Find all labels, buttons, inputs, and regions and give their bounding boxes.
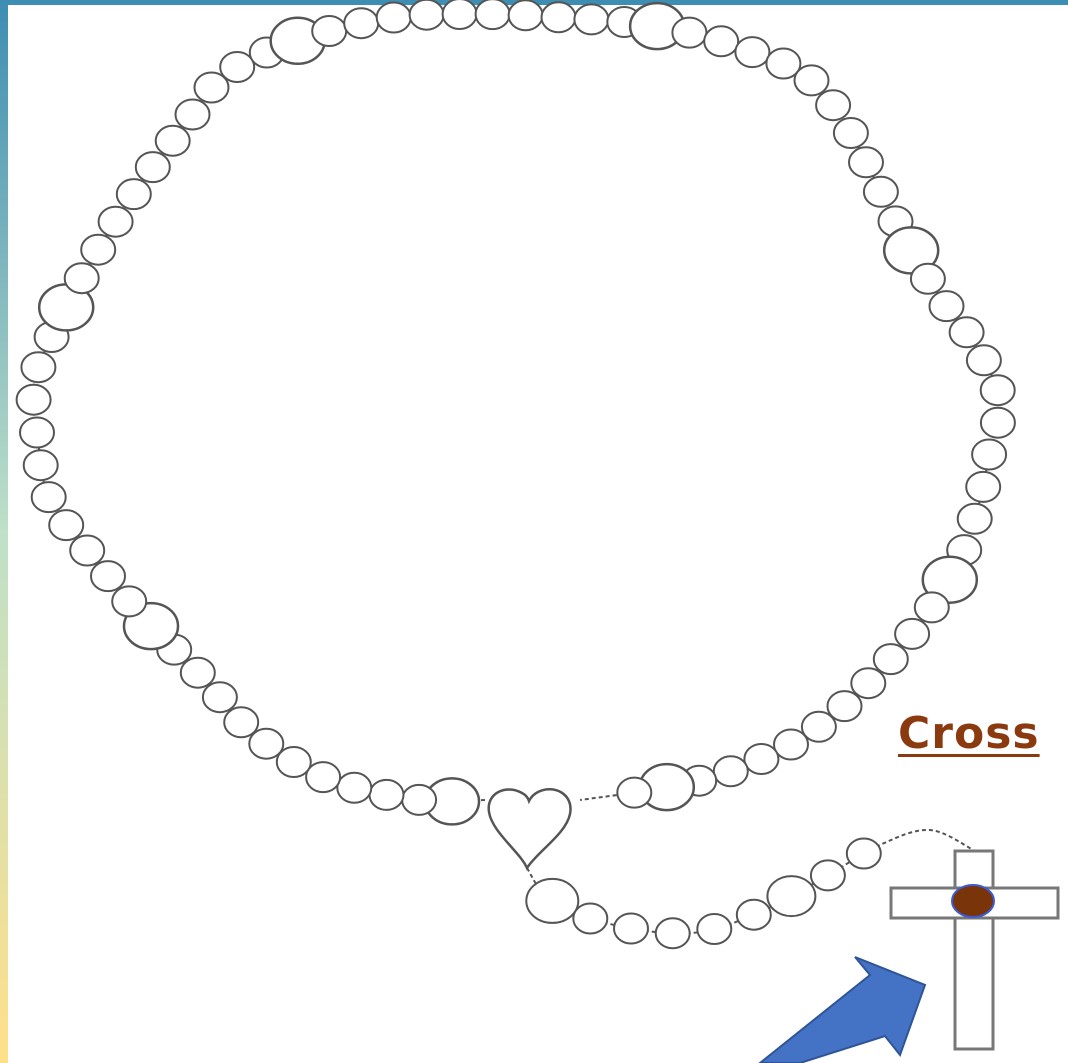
loop-bead bbox=[306, 762, 340, 792]
loop-bead bbox=[312, 16, 346, 46]
loop-bead bbox=[672, 18, 706, 48]
loop-bead bbox=[851, 668, 885, 698]
loop-bead bbox=[834, 118, 868, 148]
cross-center-bead bbox=[952, 885, 994, 917]
loop-bead bbox=[17, 385, 51, 415]
loop-bead bbox=[156, 126, 190, 156]
loop-bead bbox=[49, 510, 83, 540]
loop-bead bbox=[136, 152, 170, 182]
pendant-large-bead bbox=[526, 879, 578, 923]
loop-bead bbox=[220, 52, 254, 82]
loop-bead bbox=[224, 707, 258, 737]
loop-bead bbox=[370, 780, 404, 810]
arrow-icon bbox=[760, 957, 925, 1063]
loop-bead bbox=[249, 729, 283, 759]
pendant-bead bbox=[573, 904, 607, 934]
loop-bead bbox=[915, 592, 949, 622]
loop-bead bbox=[476, 0, 510, 29]
loop-bead bbox=[20, 418, 54, 448]
loop-bead bbox=[344, 8, 378, 38]
loop-bead bbox=[81, 235, 115, 265]
loop-bead bbox=[704, 26, 738, 56]
pendant-large-bead bbox=[767, 876, 815, 916]
loop-bead bbox=[443, 0, 477, 29]
loop-bead bbox=[774, 730, 808, 760]
loop-bead bbox=[958, 504, 992, 534]
loop-bead bbox=[735, 37, 769, 67]
pendant-bead bbox=[737, 900, 771, 930]
loop-bead bbox=[967, 345, 1001, 375]
loop-beads bbox=[17, 0, 1015, 824]
loop-bead bbox=[99, 207, 133, 237]
loop-bead bbox=[950, 317, 984, 347]
pendant-bead bbox=[811, 860, 845, 890]
loop-bead bbox=[91, 561, 125, 591]
loop-bead bbox=[981, 375, 1015, 405]
loop-bead bbox=[714, 756, 748, 786]
loop-bead bbox=[744, 744, 778, 774]
loop-bead bbox=[972, 440, 1006, 470]
loop-bead bbox=[377, 3, 411, 33]
loop-bead bbox=[795, 65, 829, 95]
loop-bead bbox=[849, 147, 883, 177]
cross-label: Cross bbox=[898, 712, 1040, 756]
loop-bead bbox=[816, 90, 850, 120]
cross-icon bbox=[891, 851, 1058, 1049]
loop-bead bbox=[24, 450, 58, 480]
pendant-bead bbox=[847, 839, 881, 869]
loop-bead bbox=[65, 263, 99, 293]
pointer-arrow bbox=[760, 957, 925, 1063]
loop-bead bbox=[337, 773, 371, 803]
loop-bead bbox=[21, 352, 55, 382]
loop-bead bbox=[32, 482, 66, 512]
loop-bead bbox=[176, 100, 210, 130]
loop-bead bbox=[70, 536, 104, 566]
loop-bead bbox=[617, 778, 651, 808]
loop-bead bbox=[864, 177, 898, 207]
loop-bead bbox=[895, 619, 929, 649]
loop-bead bbox=[981, 408, 1015, 438]
loop-bead bbox=[410, 0, 444, 30]
loop-bead bbox=[112, 586, 146, 616]
heart-medal-shape bbox=[489, 789, 571, 868]
loop-bead bbox=[574, 4, 608, 34]
pendant-bead bbox=[656, 918, 690, 948]
loop-bead bbox=[402, 785, 436, 815]
cross-vertical-beam bbox=[955, 851, 993, 1049]
pendant-bead bbox=[697, 914, 731, 944]
pendant-bead bbox=[614, 914, 648, 944]
loop-bead bbox=[117, 179, 151, 209]
loop-bead bbox=[181, 658, 215, 688]
loop-bead bbox=[203, 682, 237, 712]
loop-bead bbox=[911, 264, 945, 294]
loop-bead bbox=[966, 472, 1000, 502]
heart-medal-icon bbox=[489, 789, 571, 868]
loop-bead bbox=[930, 291, 964, 321]
loop-bead bbox=[874, 644, 908, 674]
loop-bead bbox=[542, 2, 576, 32]
loop-bead bbox=[509, 0, 543, 30]
